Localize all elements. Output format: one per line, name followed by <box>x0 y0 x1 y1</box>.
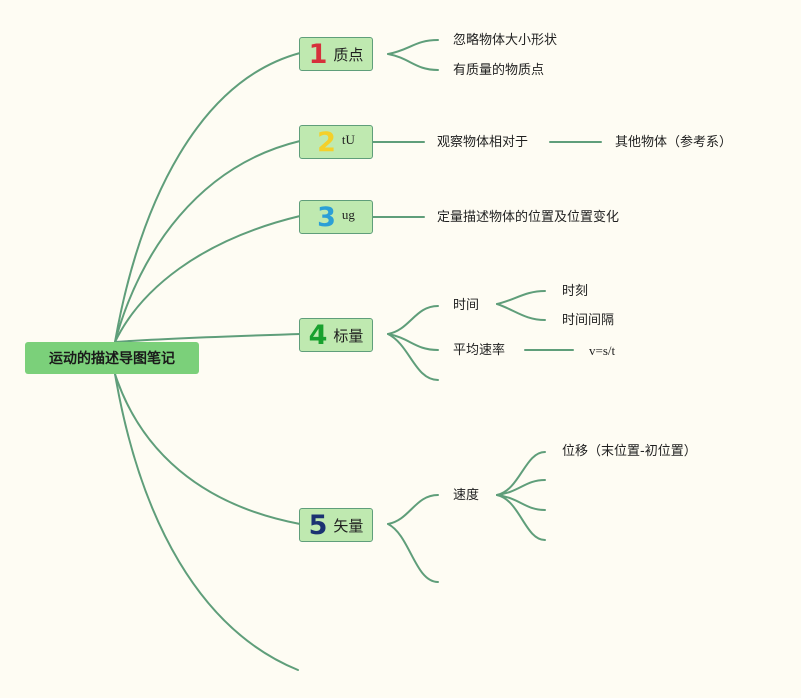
connector-t4-speed <box>387 333 439 351</box>
topic-4-time-interval: 时间间隔 <box>562 313 615 328</box>
topic-3-label: ug <box>341 207 355 222</box>
topic-4-speed-formula: v=s/t <box>589 343 616 358</box>
connector-t5-velocity <box>387 494 439 525</box>
topic-5-number: 5 <box>308 509 328 541</box>
connector-velocity-c4 <box>496 494 546 541</box>
connector-velocity-c2 <box>496 479 546 496</box>
root-label: 运动的描述导图笔记 <box>49 351 175 367</box>
topic-1-child-2: 有质量的物质点 <box>453 63 545 78</box>
topic-4-node[interactable]: 4 标量 <box>299 318 373 352</box>
topic-1-child-1: 忽略物体大小形状 <box>453 33 558 48</box>
connector-t1-c1 <box>387 39 439 55</box>
topic-3-number: 3 <box>317 201 336 233</box>
topic-3-child-1: 定量描述物体的位置及位置变化 <box>437 210 620 225</box>
connector-root-topic-2 <box>114 140 301 343</box>
topic-4-child-avg-speed: 平均速率 <box>453 343 506 358</box>
topic-2-node[interactable]: 2 tU <box>299 125 373 159</box>
connector-root-topic-3 <box>114 215 301 343</box>
connector-root-topic-1 <box>114 52 301 343</box>
topic-2-child-2: 其他物体（参考系） <box>615 135 733 150</box>
topic-4-child-time: 时间 <box>453 298 480 313</box>
topic-5-child-velocity: 速度 <box>453 488 480 503</box>
connector-time-moment <box>496 290 546 305</box>
topic-5-node[interactable]: 5 矢量 <box>299 508 373 542</box>
root-node[interactable]: 运动的描述导图笔记 <box>25 342 199 374</box>
topic-1-number: 1 <box>308 38 328 70</box>
topic-5-velocity-displacement: 位移（末位置-初位置） <box>562 444 697 459</box>
topic-3-node[interactable]: 3 ug <box>299 200 373 234</box>
connector-t5-empty <box>387 523 439 583</box>
connector-t1-c2 <box>387 53 439 71</box>
topic-2-child-1: 观察物体相对于 <box>437 135 529 150</box>
connector-root-topic-4 <box>114 333 301 343</box>
connector-t4-empty <box>387 333 439 381</box>
topic-5-label: 矢量 <box>333 516 364 535</box>
connector-root-empty <box>114 373 299 671</box>
connector-root-topic-5 <box>114 373 301 525</box>
topic-2-number: 2 <box>317 126 336 158</box>
connector-velocity-c1 <box>496 451 546 496</box>
connector-t4-time <box>387 305 439 335</box>
connector-time-interval <box>496 303 546 321</box>
topic-1-node[interactable]: 1 质点 <box>299 37 373 71</box>
topic-4-time-moment: 时刻 <box>562 284 589 299</box>
topic-4-number: 4 <box>308 319 328 351</box>
topic-1-label: 质点 <box>333 45 364 64</box>
topic-2-label: tU <box>341 132 355 147</box>
topic-4-label: 标量 <box>333 326 364 345</box>
